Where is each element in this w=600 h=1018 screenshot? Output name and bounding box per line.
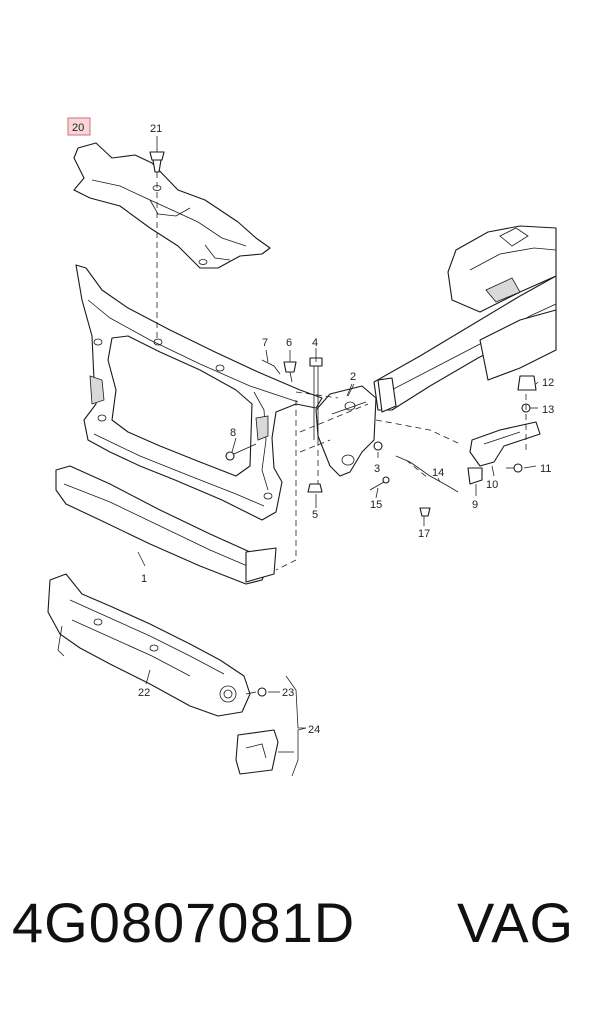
cable-14 bbox=[395, 455, 459, 493]
callout-10: 10 bbox=[486, 479, 498, 491]
callout-13: 13 bbox=[542, 404, 554, 416]
callout-1: 1 bbox=[141, 573, 147, 585]
clip-7 bbox=[261, 359, 281, 375]
part-20-upper-cover bbox=[73, 142, 271, 269]
nut-12 bbox=[517, 375, 537, 391]
leader-lines bbox=[137, 348, 539, 777]
part-10-bracket bbox=[469, 421, 541, 467]
callout-20: 20 bbox=[72, 122, 84, 134]
part-1-lock-carrier bbox=[75, 264, 323, 521]
callout-12: 12 bbox=[542, 377, 554, 389]
callout-14: 14 bbox=[432, 467, 444, 479]
callout-6: 6 bbox=[286, 337, 292, 349]
longitudinal-member bbox=[373, 225, 557, 413]
part-22-bumper-support bbox=[47, 573, 251, 717]
screw-8 bbox=[225, 443, 257, 461]
callout-22: 22 bbox=[138, 687, 150, 699]
assembly-lines bbox=[156, 172, 527, 571]
callout-9: 9 bbox=[472, 499, 478, 511]
callout-23: 23 bbox=[282, 687, 294, 699]
screw-17 bbox=[419, 507, 431, 517]
brand-label: VAG bbox=[457, 891, 575, 954]
callout-15: 15 bbox=[370, 499, 382, 511]
highlight-box-20 bbox=[67, 117, 91, 136]
callout-4: 4 bbox=[312, 337, 318, 349]
callout-5: 5 bbox=[312, 509, 318, 521]
callout-3: 3 bbox=[374, 463, 380, 475]
callout-21: 21 bbox=[150, 123, 162, 135]
callout-7: 7 bbox=[262, 337, 268, 349]
clip-9 bbox=[467, 467, 483, 485]
nut-3 bbox=[373, 441, 383, 451]
callout-11: 11 bbox=[540, 463, 551, 475]
part-number: 4G0807081D bbox=[12, 891, 356, 954]
screw-23 bbox=[245, 687, 267, 697]
bolt-6 bbox=[283, 361, 297, 383]
callout-2: 2 bbox=[350, 371, 356, 383]
screw-11 bbox=[506, 463, 523, 473]
nut-5 bbox=[307, 483, 323, 493]
callout-17: 17 bbox=[418, 528, 430, 540]
part-2-bracket bbox=[315, 383, 377, 477]
part-21-clip bbox=[149, 136, 165, 173]
callout-8: 8 bbox=[230, 427, 236, 439]
pin-15 bbox=[369, 476, 390, 491]
bag-24 bbox=[235, 729, 279, 775]
callout-24: 24 bbox=[308, 724, 320, 736]
impact-beam bbox=[55, 465, 277, 585]
